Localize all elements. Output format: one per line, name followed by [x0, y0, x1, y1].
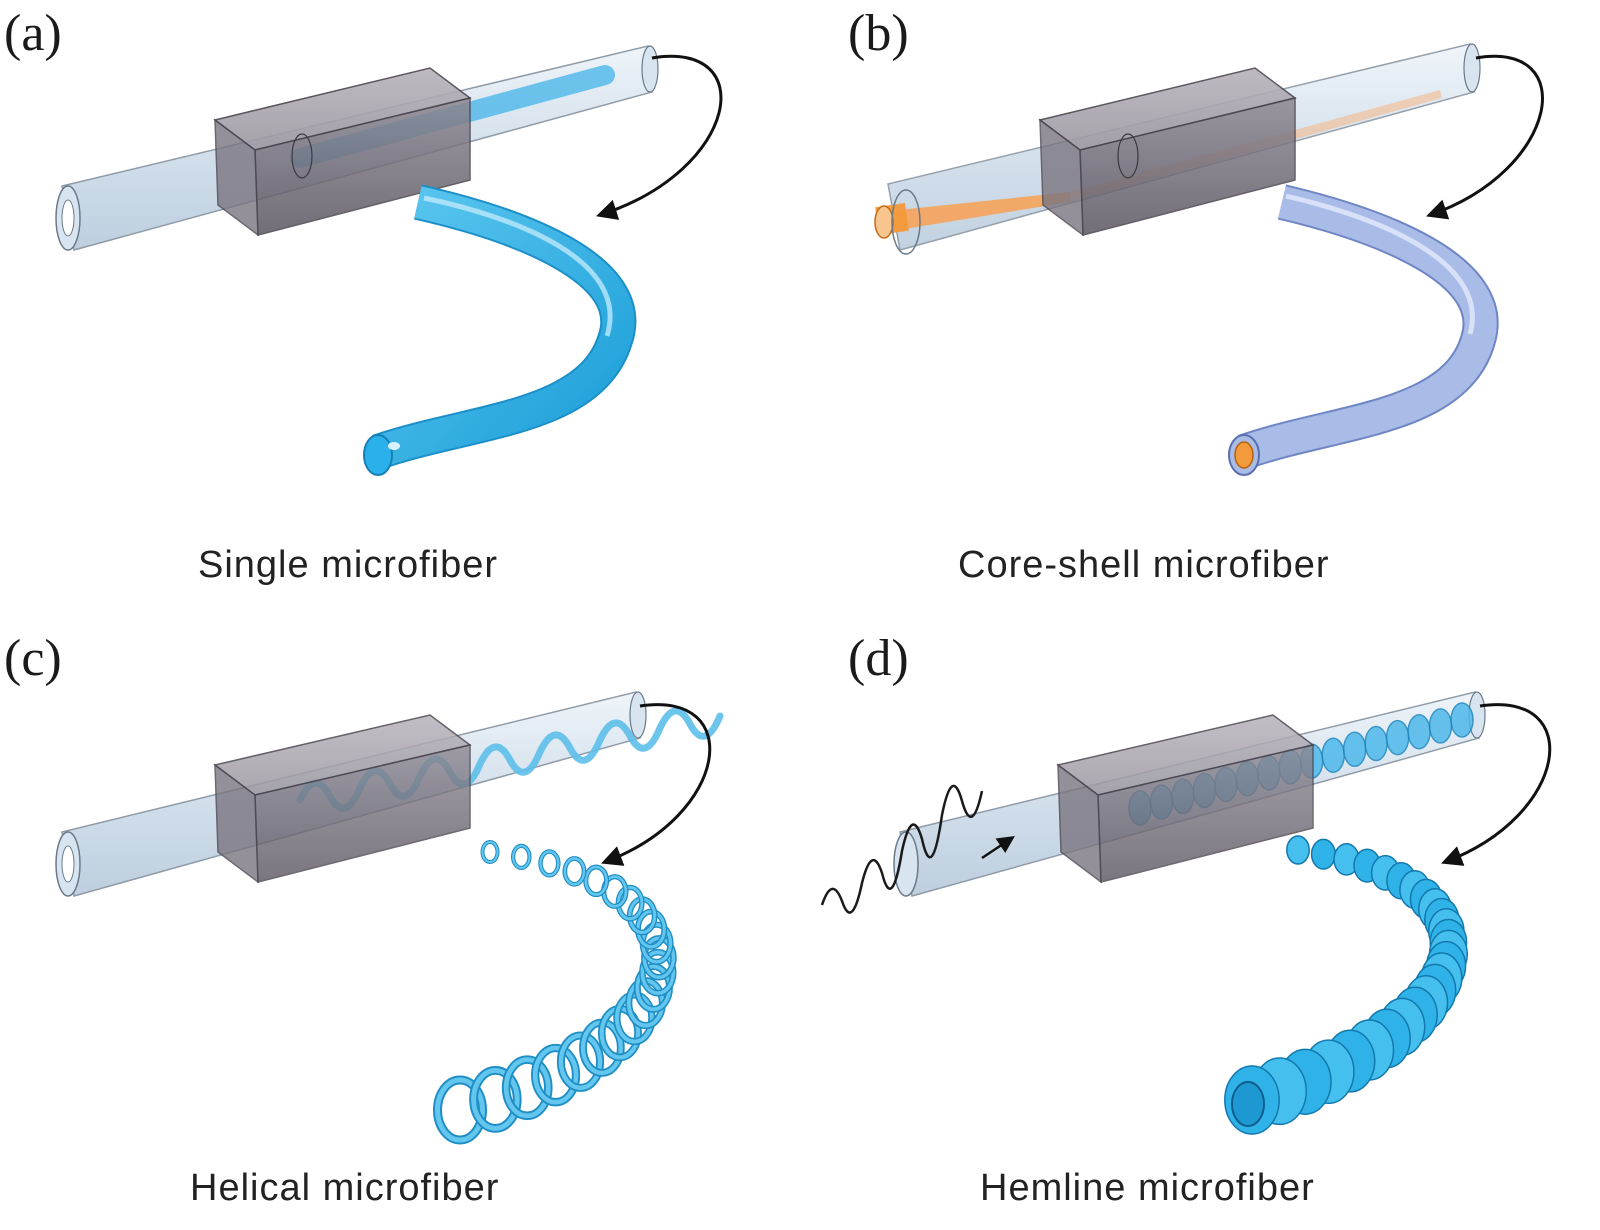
inner-segment — [1450, 702, 1474, 738]
output-helix-c — [433, 840, 677, 1145]
helix-loop — [640, 950, 675, 996]
helix-loop — [503, 1057, 551, 1119]
panel-b: (b) Core-shell microfiber — [848, 5, 1544, 586]
helix-loop — [471, 1067, 520, 1131]
helix-loop — [614, 992, 654, 1044]
collection-block-d — [1056, 714, 1315, 884]
output-hemline-d — [1224, 835, 1469, 1135]
helix-loop — [584, 865, 608, 896]
inner-segment — [1321, 737, 1345, 773]
collection-block-a — [213, 67, 472, 237]
inner-segment — [1364, 725, 1388, 762]
panel-a-letter: (a) — [4, 5, 62, 62]
panel-c: (c) Helical microfiber — [4, 630, 724, 1209]
collection-block-c — [213, 714, 472, 884]
vibration-arrow-d — [981, 836, 1015, 860]
flow-arrow-a — [596, 54, 723, 220]
panel-d-letter: (d) — [848, 630, 909, 687]
flow-arrow-b — [1426, 54, 1544, 220]
hemline-end — [1231, 1081, 1265, 1127]
inner-segment — [1407, 713, 1431, 750]
inner-segment — [1342, 731, 1367, 768]
inner-segment — [1428, 708, 1453, 744]
collection-block-b — [1038, 67, 1297, 237]
helix-loop — [532, 1045, 579, 1105]
panel-b-letter: (b) — [848, 5, 909, 62]
helix-loop — [481, 841, 499, 863]
hemline-segment — [1310, 838, 1336, 870]
output-fiber-b — [1228, 184, 1499, 476]
helix-loop — [512, 844, 531, 869]
helix-loop — [539, 850, 560, 877]
caption-a: Single microfiber — [198, 544, 498, 586]
caption-c: Helical microfiber — [190, 1167, 499, 1209]
flow-arrow-c — [601, 703, 712, 866]
panel-a: (a) Single microfiber — [4, 5, 723, 586]
inner-segment — [1385, 719, 1410, 756]
caption-d: Hemline microfiber — [980, 1167, 1315, 1209]
output-fiber-a — [363, 184, 637, 476]
helix-loop — [435, 1077, 485, 1143]
panel-c-letter: (c) — [4, 630, 62, 687]
helix-loop — [563, 857, 586, 886]
panel-d: (d) Hemline microfiber — [820, 630, 1552, 1209]
caption-b: Core-shell microfiber — [958, 544, 1330, 586]
flow-arrow-d — [1441, 703, 1552, 866]
helix-loop — [558, 1033, 603, 1091]
hemline-segment — [1286, 835, 1310, 865]
vibration-wave-d — [820, 784, 984, 914]
